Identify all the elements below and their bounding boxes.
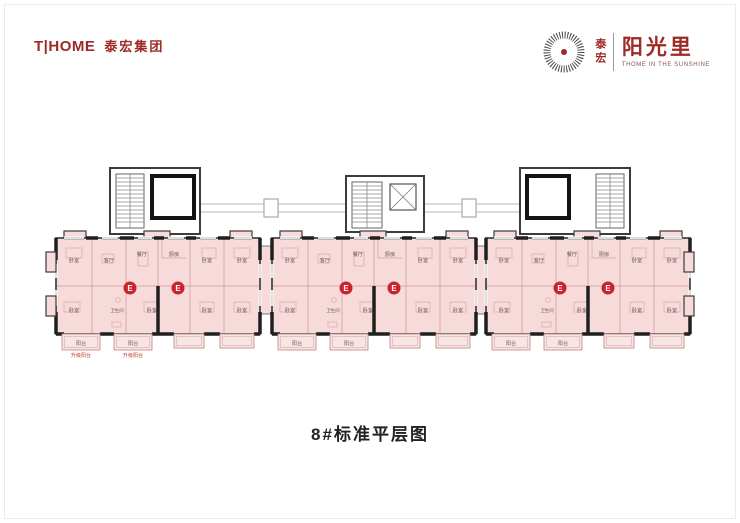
unit-cluster-left xyxy=(54,229,262,352)
brand-logo-left: T|HOME 泰宏集团 xyxy=(34,36,164,55)
brand-company-name: 泰宏集团 xyxy=(104,39,165,54)
brand-logo-text: T|HOME xyxy=(34,38,96,55)
sunburst-logo-icon xyxy=(543,31,585,73)
brand-name-cn: 泰宏 xyxy=(593,38,606,66)
plan-caption: 8#标准平层图 xyxy=(311,425,429,444)
elevator-core-center xyxy=(345,175,425,233)
project-name: 阳光里 xyxy=(621,35,694,59)
stair-core-left xyxy=(109,167,201,235)
upgrade-balcony-label: 升级阳台 xyxy=(71,352,91,359)
corridor xyxy=(200,198,520,218)
stair-core-right xyxy=(519,167,631,235)
logo-divider xyxy=(612,33,614,71)
unit-cluster-right xyxy=(484,229,692,352)
unit-cluster-center xyxy=(270,229,478,352)
brand-logo-right: 泰宏 阳光里 THOME IN THE SUNSHINE xyxy=(542,30,710,74)
project-tagline: THOME IN THE SUNSHINE xyxy=(621,62,710,69)
project-brand-block: 阳光里 THOME IN THE SUNSHINE xyxy=(622,36,710,68)
upgrade-balcony-label: 升级阳台 xyxy=(123,352,143,359)
side-bay-windows xyxy=(45,251,695,317)
